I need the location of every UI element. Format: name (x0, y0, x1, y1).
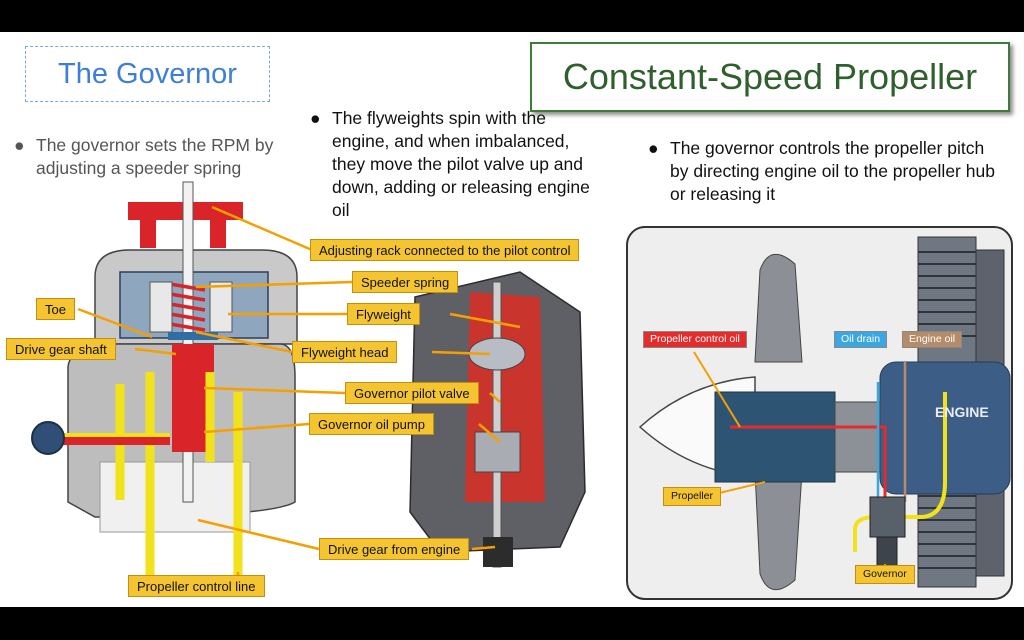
bullet-governor-rpm-text: The governor sets the RPM by adjusting a… (36, 135, 274, 178)
label-toe: Toe (36, 298, 75, 320)
bullet-dot: ● (648, 138, 659, 158)
blade-top (754, 254, 803, 363)
bullet-governor-rpm: ● The governor sets the RPM by adjusting… (14, 134, 316, 180)
pipe-fitting (31, 421, 65, 455)
cap-left (140, 220, 156, 248)
label-adjusting-rack: Adjusting rack connected to the pilot co… (310, 239, 580, 261)
label-drive-shaft: Drive gear shaft (6, 338, 116, 360)
label-flyweight-head: Flyweight head (292, 341, 398, 363)
crankcase-front (834, 401, 881, 473)
flyweight-left (149, 281, 173, 333)
control-oil-line (730, 425, 887, 502)
prop-hub (714, 391, 836, 483)
cap-right (210, 220, 226, 248)
label-pilot-valve: Governor pilot valve (345, 382, 479, 404)
bullet-flyweights: ● The flyweights spin with the engine, a… (310, 107, 602, 222)
left-title: The Governor (25, 46, 270, 102)
label-control-oil: Propeller control oil (643, 331, 747, 348)
bullet-dot: ● (14, 135, 25, 155)
label-flyweight: Flyweight (347, 303, 420, 325)
propeller-diagram (626, 226, 1013, 600)
flyweight-head (168, 332, 218, 340)
right-title: Constant-Speed Propeller (530, 42, 1010, 112)
photo-drive-gear (483, 537, 513, 567)
label-control-line: Propeller control line (128, 575, 265, 597)
label-drive-gear: Drive gear from engine (319, 538, 470, 560)
bullet-pitch-text: The governor controls the propeller pitc… (670, 138, 995, 204)
label-oil-pump: Governor oil pump (309, 413, 434, 435)
blade-bottom (754, 471, 803, 590)
label-engine-oil: Engine oil (902, 331, 963, 348)
label-speeder-spring: Speeder spring (352, 271, 459, 293)
label-oil-drain: Oil drain (834, 331, 888, 348)
gear-cutaway (99, 461, 251, 533)
bullet-flyweights-text: The flyweights spin with the engine, and… (332, 108, 590, 220)
leader-lines (77, 205, 521, 582)
bullet-dot: ● (310, 108, 321, 128)
label-propeller: Propeller (663, 487, 722, 506)
bullet-pitch: ● The governor controls the propeller pi… (648, 137, 1000, 206)
label-governor: Governor (855, 565, 915, 584)
governor-base (876, 536, 898, 568)
label-engine: ENGINE (935, 404, 989, 420)
flyweight-right (209, 281, 233, 333)
spring-coils (169, 282, 206, 332)
slide: The Governor Constant-Speed Propeller ● … (0, 32, 1024, 607)
governor-illustration (31, 181, 586, 582)
center-shaft (182, 181, 194, 503)
governor-unit (869, 496, 906, 538)
